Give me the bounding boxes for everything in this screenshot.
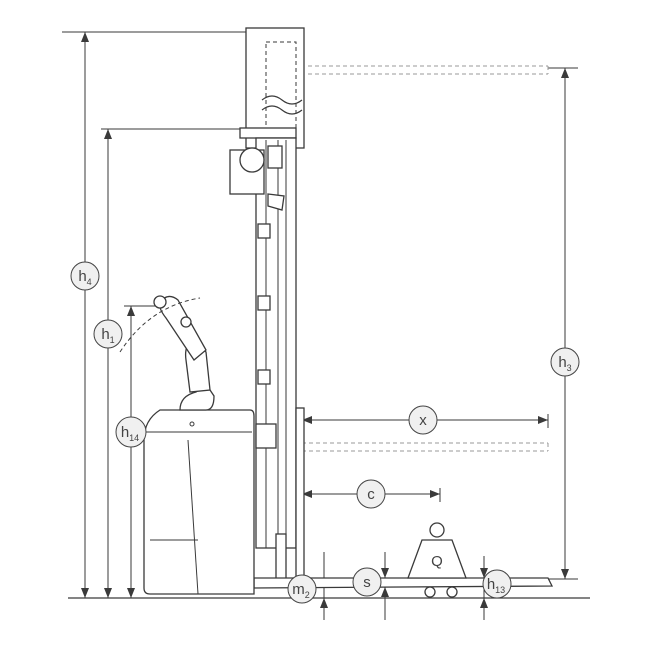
svg-text:h1: h1 [101,326,114,345]
label-h14-sub: 14 [129,433,139,443]
label-h4: h4 [70,261,100,291]
label-x: x [408,405,438,435]
label-s-main: s [363,574,371,591]
label-h13: h13 [482,569,512,599]
label-h3-main: h [558,354,566,371]
dimension-h1 [101,128,240,598]
label-h1-main: h [101,326,109,343]
label-m2-main: m [292,581,305,598]
dimension-h3 [548,67,578,580]
label-s: s [352,567,382,597]
label-h3: h3 [550,347,580,377]
raised-fork-middle [302,442,549,452]
svg-text:h4: h4 [78,268,91,287]
dimension-h14 [124,305,160,598]
tiller [119,295,211,393]
chassis [143,383,255,595]
label-m2-sub: 2 [305,590,310,600]
dimension-h4 [62,31,246,598]
label-h14: h14 [115,416,147,448]
label-h1: h1 [93,319,123,349]
label-h1-sub: 1 [110,335,115,345]
svg-text:h13: h13 [487,576,505,595]
mast [229,27,305,549]
raised-fork-top [308,65,549,75]
label-h3-sub: 3 [567,363,572,373]
label-h14-main: h [121,424,129,441]
label-c-main: c [367,486,375,503]
svg-text:h3: h3 [558,354,571,373]
label-c: c [356,479,386,509]
label-h13-main: h [487,576,495,593]
label-x-main: x [419,412,427,429]
load-weight [407,522,467,579]
label-h4-main: h [78,268,86,285]
label-m2: m2 [287,574,317,604]
label-h4-sub: 4 [87,277,92,287]
label-load: Q [431,553,443,570]
svg-text:m2: m2 [292,581,310,600]
label-h13-sub: 13 [495,585,505,595]
label-load-main: Q [431,553,443,570]
svg-text:h14: h14 [121,424,139,443]
